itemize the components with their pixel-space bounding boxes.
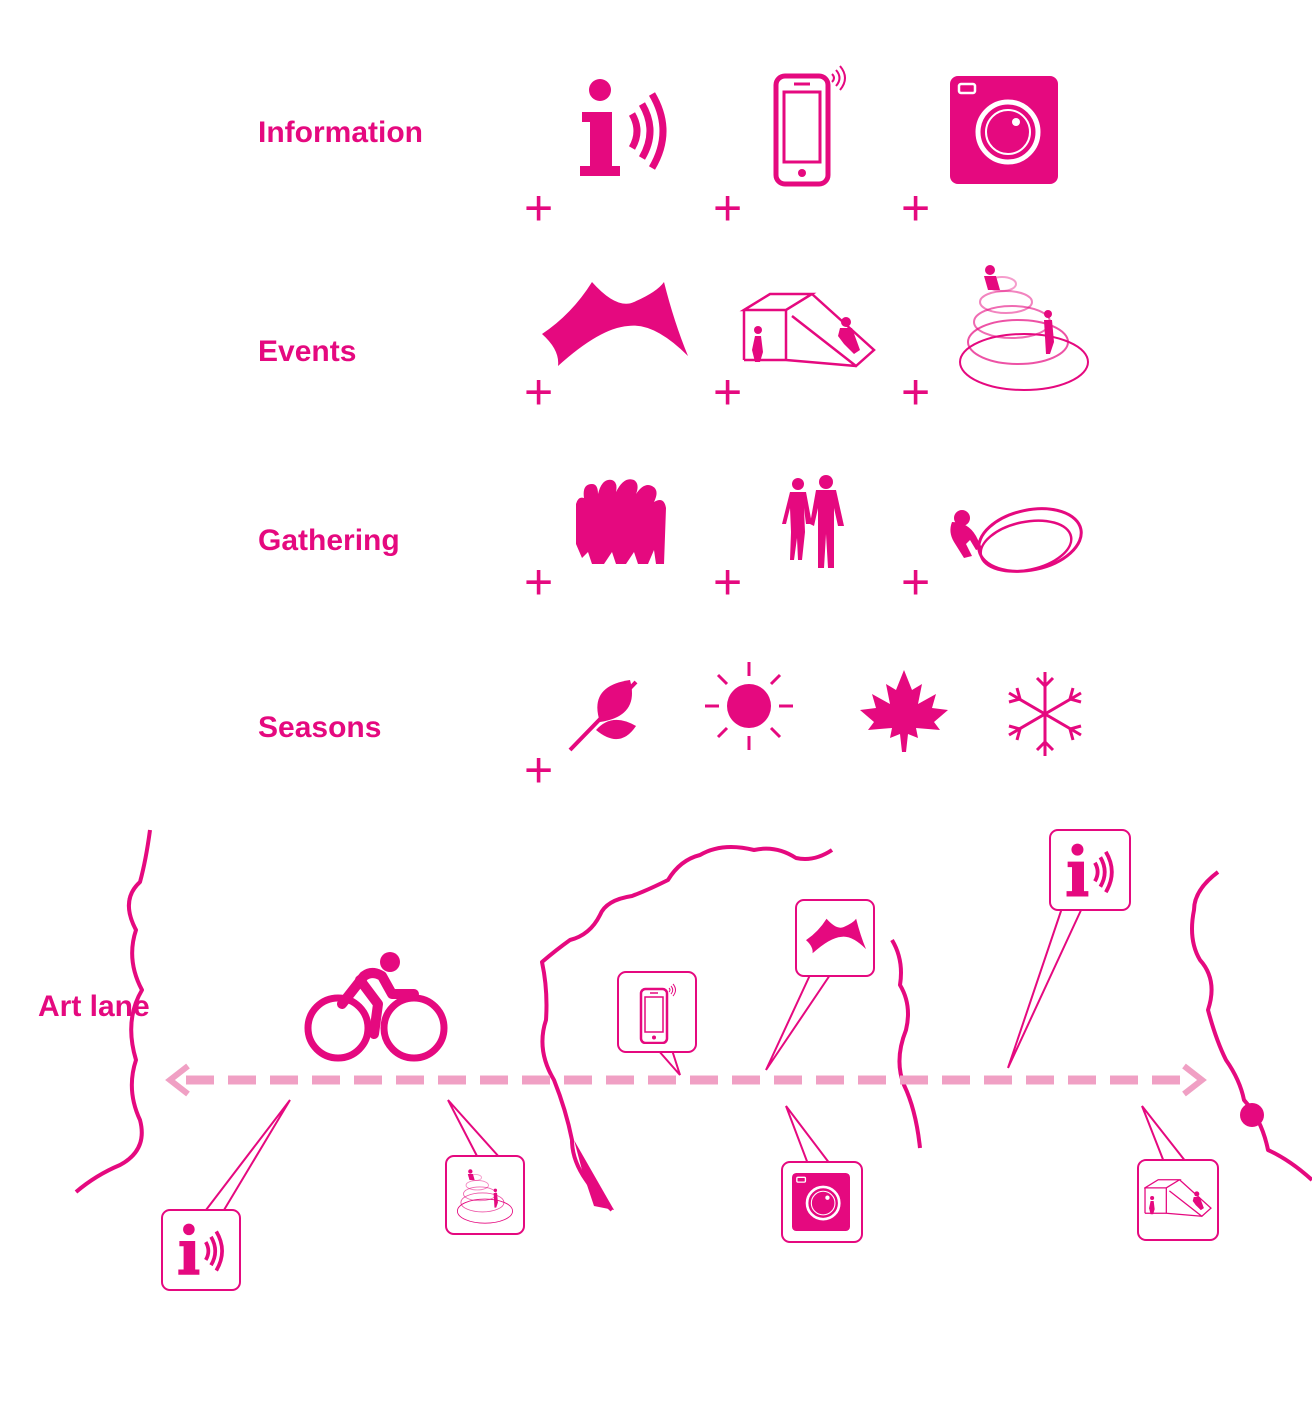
plus-sign: +	[524, 554, 554, 610]
route	[165, 1063, 1207, 1097]
route-arrow-left	[165, 1063, 190, 1097]
callout-info-right	[1007, 829, 1131, 1069]
plus-sign: +	[713, 554, 743, 610]
plus-sign: +	[524, 742, 554, 798]
callout-slide	[1137, 1105, 1219, 1241]
camera-icon	[792, 1173, 850, 1231]
bicycle-icon	[308, 952, 444, 1058]
route-arrow-right	[1182, 1063, 1207, 1097]
callout-spiral	[445, 1099, 525, 1235]
river-pool	[1240, 1103, 1264, 1127]
callout-info-left	[161, 1099, 291, 1291]
callout-smartphone	[617, 971, 697, 1076]
legend-label-information: Information	[258, 116, 423, 149]
river-center-right	[890, 938, 922, 1149]
diagram-caption: Art lane	[38, 990, 150, 1023]
legend-label-seasons: Seasons	[258, 711, 382, 744]
river-delta	[574, 1140, 614, 1210]
river-right	[1190, 870, 1312, 1182]
legend-label-events: Events	[258, 335, 357, 368]
plus-sign: +	[524, 180, 554, 236]
plus-sign: +	[713, 364, 743, 420]
legend-label-gathering: Gathering	[258, 524, 400, 557]
plus-sign: +	[901, 180, 931, 236]
plus-sign: +	[713, 180, 743, 236]
plus-sign: +	[524, 364, 554, 420]
plus-sign: +	[901, 554, 931, 610]
river-lines	[74, 829, 1312, 1212]
river-left	[74, 829, 152, 1194]
river-center	[540, 844, 834, 1212]
plus-sign: +	[901, 364, 931, 420]
